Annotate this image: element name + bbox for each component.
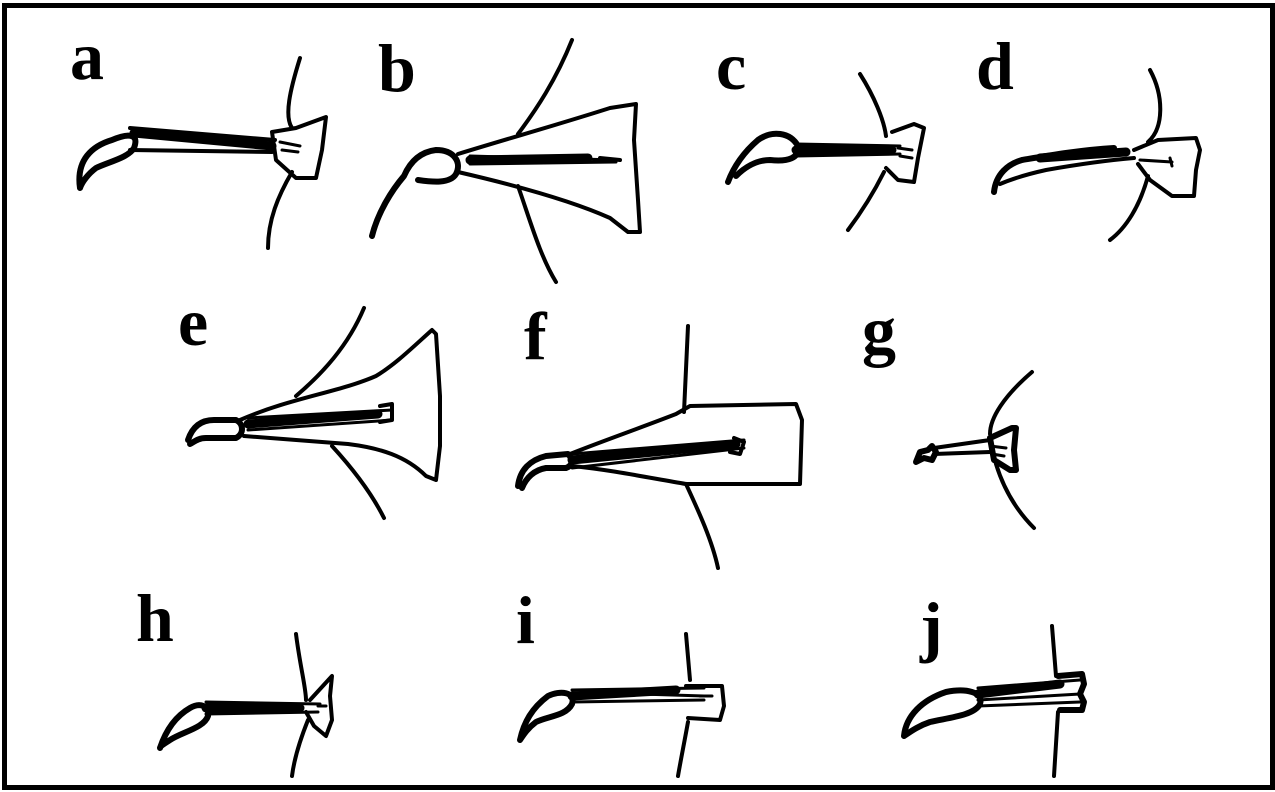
panel-label-d: d: [976, 28, 1014, 104]
panel-label-g: g: [862, 292, 896, 368]
flower-drawing-i: [517, 632, 726, 778]
panel-label-i: i: [516, 582, 535, 658]
panel-label-a: a: [70, 18, 104, 94]
panel-label-e: e: [178, 284, 209, 360]
panel-label-b: b: [378, 30, 416, 106]
flower-drawing-e: [185, 306, 442, 520]
panel-label-f: f: [524, 298, 547, 374]
flower-drawing-j: [901, 624, 1087, 778]
flower-drawing-c: [725, 72, 926, 232]
flower-drawing-h: [157, 632, 334, 778]
flower-drawing-f: [515, 324, 804, 570]
panel-label-j: j: [920, 588, 943, 664]
panel-label-c: c: [716, 28, 747, 104]
flower-drawing-b: [369, 38, 642, 284]
flower-drawing-d: [991, 68, 1202, 242]
flower-drawing-g: [913, 370, 1036, 530]
flower-drawing-a: [76, 56, 328, 250]
panel-label-h: h: [136, 580, 174, 656]
